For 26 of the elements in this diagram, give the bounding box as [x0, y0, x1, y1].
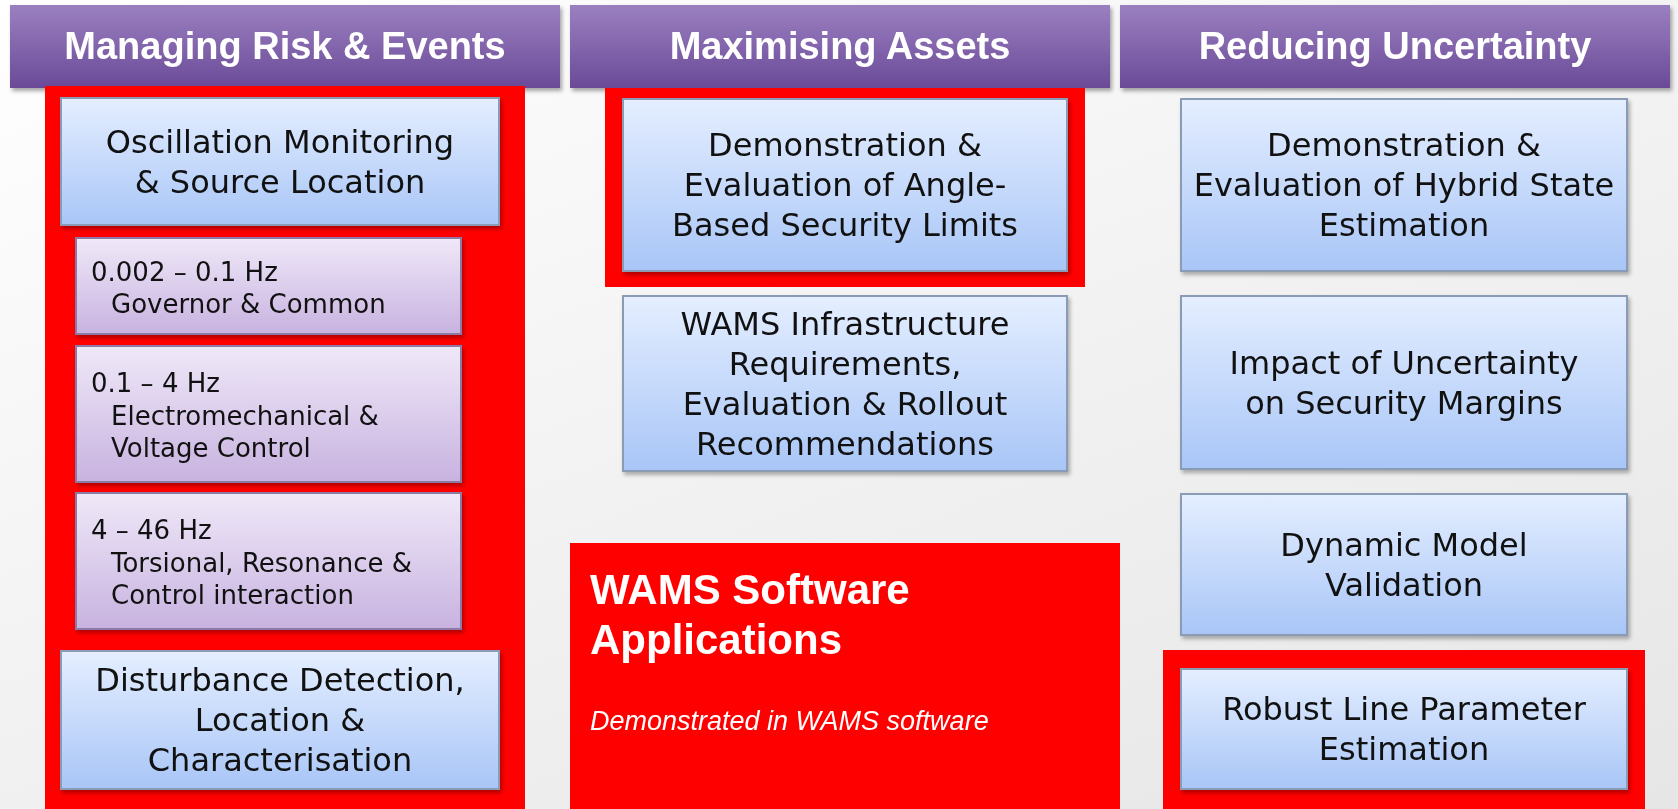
topic-box: Oscillation Monitoring & Source Location [60, 97, 500, 226]
frequency-band-box [75, 345, 462, 483]
topic-box: Demonstration & Evaluation of Hybrid State Estimation [1180, 98, 1628, 272]
frequency-range: 0.002 – 0.1 Hz [91, 255, 279, 288]
panel-note: Demonstrated in WAMS software [590, 705, 990, 737]
panel-title: WAMS Software Applications [590, 565, 911, 666]
column-header: Reducing Uncertainty [1120, 5, 1670, 88]
band-description: Torsional, Resonance & Control interaction [110, 546, 413, 612]
topic-box: Robust Line Parameter Estimation [1180, 668, 1628, 790]
frequency-range: 0.1 – 4 Hz [91, 367, 221, 400]
band-description: Governor & Common [110, 288, 387, 321]
column-header: Managing Risk & Events [10, 5, 560, 88]
frequency-band-box [75, 237, 462, 335]
topic-box: Disturbance Detection, Location & Characterisation [60, 650, 500, 790]
topic-box: Impact of Uncertainty on Security Margins [1180, 295, 1628, 470]
highlight-frame [45, 86, 525, 809]
column-header: Maximising Assets [570, 5, 1110, 88]
frequency-band-box [75, 492, 462, 630]
callout-panel [570, 543, 1120, 809]
topic-box: WAMS Infrastructure Requirements, Evaluation & Rollout Recommendations [622, 295, 1068, 472]
topic-box: Demonstration & Evaluation of Angle-Based Security Limits [622, 98, 1068, 272]
band-description: Electromechanical & Voltage Control [110, 399, 380, 465]
highlight-frame [1163, 650, 1645, 809]
topic-box: Dynamic Model Validation [1180, 493, 1628, 636]
frequency-range: 4 – 46 Hz [91, 514, 213, 547]
highlight-frame [605, 88, 1085, 287]
